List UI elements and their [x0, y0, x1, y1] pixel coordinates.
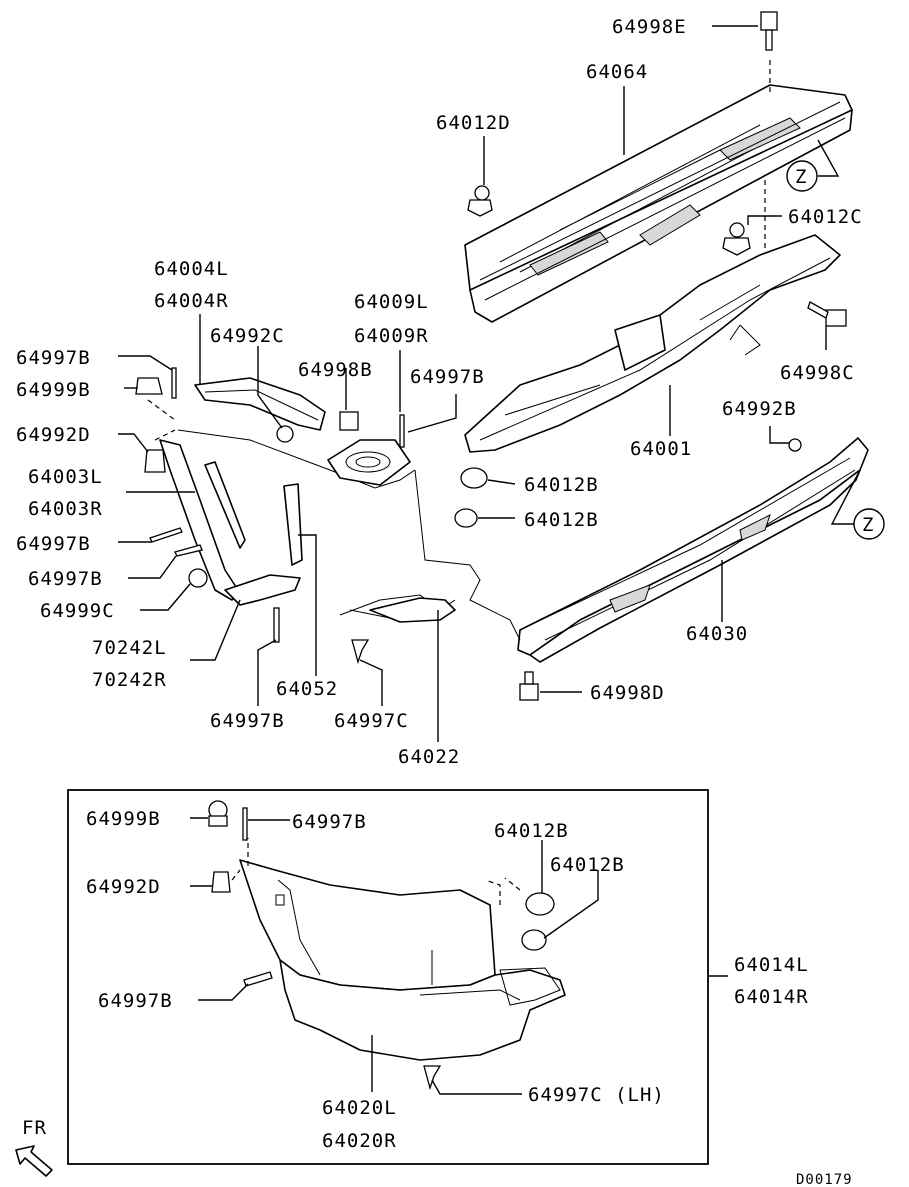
- label-64997B-mid1: 64997B: [16, 533, 91, 555]
- label-64009L: 64009L: [354, 291, 429, 313]
- label-64012B-b: 64012B: [524, 509, 599, 531]
- inset-label-64997C-LH: 64997C (LH): [528, 1084, 665, 1106]
- inset-label-64992D: 64992D: [86, 876, 161, 898]
- center-bracket-64009: [327, 439, 411, 486]
- lower-bracket-70242: [224, 574, 301, 606]
- inset-lower-garnish-64020: [231, 838, 566, 1061]
- label-70242L: 70242L: [92, 637, 167, 659]
- inset-label-64012B-b: 64012B: [550, 854, 625, 876]
- label-64998D: 64998D: [590, 682, 665, 704]
- label-64992B: 64992B: [722, 398, 797, 420]
- garnish-strip-64052: [283, 483, 303, 566]
- zone-marker-z-right: Z: [830, 469, 885, 540]
- label-64997B-top: 64997B: [410, 366, 485, 388]
- inset-label-64020L: 64020L: [322, 1097, 397, 1119]
- fr-label: FR: [22, 1117, 47, 1139]
- inset-label-64999B: 64999B: [86, 808, 161, 830]
- upper-trim-64004: [194, 377, 326, 431]
- label-64999C: 64999C: [40, 600, 115, 622]
- label-64997B-mid2: 64997B: [28, 568, 103, 590]
- label-64012C: 64012C: [788, 206, 863, 228]
- label-64003L: 64003L: [28, 466, 103, 488]
- diagram-code: D00179: [796, 1172, 853, 1187]
- step-panel-64064: [464, 84, 853, 323]
- label-64998B: 64998B: [298, 359, 373, 381]
- label-64004R: 64004R: [154, 290, 229, 312]
- label-64997B-left: 64997B: [16, 347, 91, 369]
- svg-text:Z: Z: [795, 166, 807, 188]
- leader-lines-top: [118, 25, 827, 742]
- label-64022: 64022: [398, 746, 460, 768]
- label-64992D: 64992D: [16, 424, 91, 446]
- inset-label-64997B-top: 64997B: [292, 811, 367, 833]
- inset-label-64014L: 64014L: [734, 954, 809, 976]
- label-64003R: 64003R: [28, 498, 103, 520]
- label-64992C: 64992C: [210, 325, 285, 347]
- inset-label-64012B-a: 64012B: [494, 820, 569, 842]
- label-64052: 64052: [276, 678, 338, 700]
- label-70242R: 70242R: [92, 669, 167, 691]
- label-64997C: 64997C: [334, 710, 409, 732]
- label-64030: 64030: [686, 623, 748, 645]
- label-64001: 64001: [630, 438, 692, 460]
- lower-corner-64022: [369, 597, 456, 623]
- label-64009R: 64009R: [354, 325, 429, 347]
- zone-marker-z-top: Z: [786, 139, 840, 192]
- fasteners-top: [135, 11, 847, 701]
- svg-text:Z: Z: [862, 514, 874, 536]
- label-64012B-a: 64012B: [524, 474, 599, 496]
- label-64004L: 64004L: [154, 258, 229, 280]
- front-direction-arrow: FR: [15, 1117, 53, 1177]
- inset-label-64997B: 64997B: [98, 990, 173, 1012]
- label-64012D: 64012D: [436, 112, 511, 134]
- label-64997B-bot: 64997B: [210, 710, 285, 732]
- inset-label-64020R: 64020R: [322, 1130, 397, 1152]
- label-64998E: 64998E: [612, 16, 687, 38]
- side-step-64030: [517, 437, 869, 663]
- label-64998C: 64998C: [780, 362, 855, 384]
- step-bracket-64001: [464, 234, 841, 453]
- label-64999B: 64999B: [16, 379, 91, 401]
- inset-label-64014R: 64014R: [734, 986, 809, 1008]
- inset-box: 64999B 64997B 64992D 64012B 64012B 64014…: [67, 789, 809, 1165]
- label-64064: 64064: [586, 61, 648, 83]
